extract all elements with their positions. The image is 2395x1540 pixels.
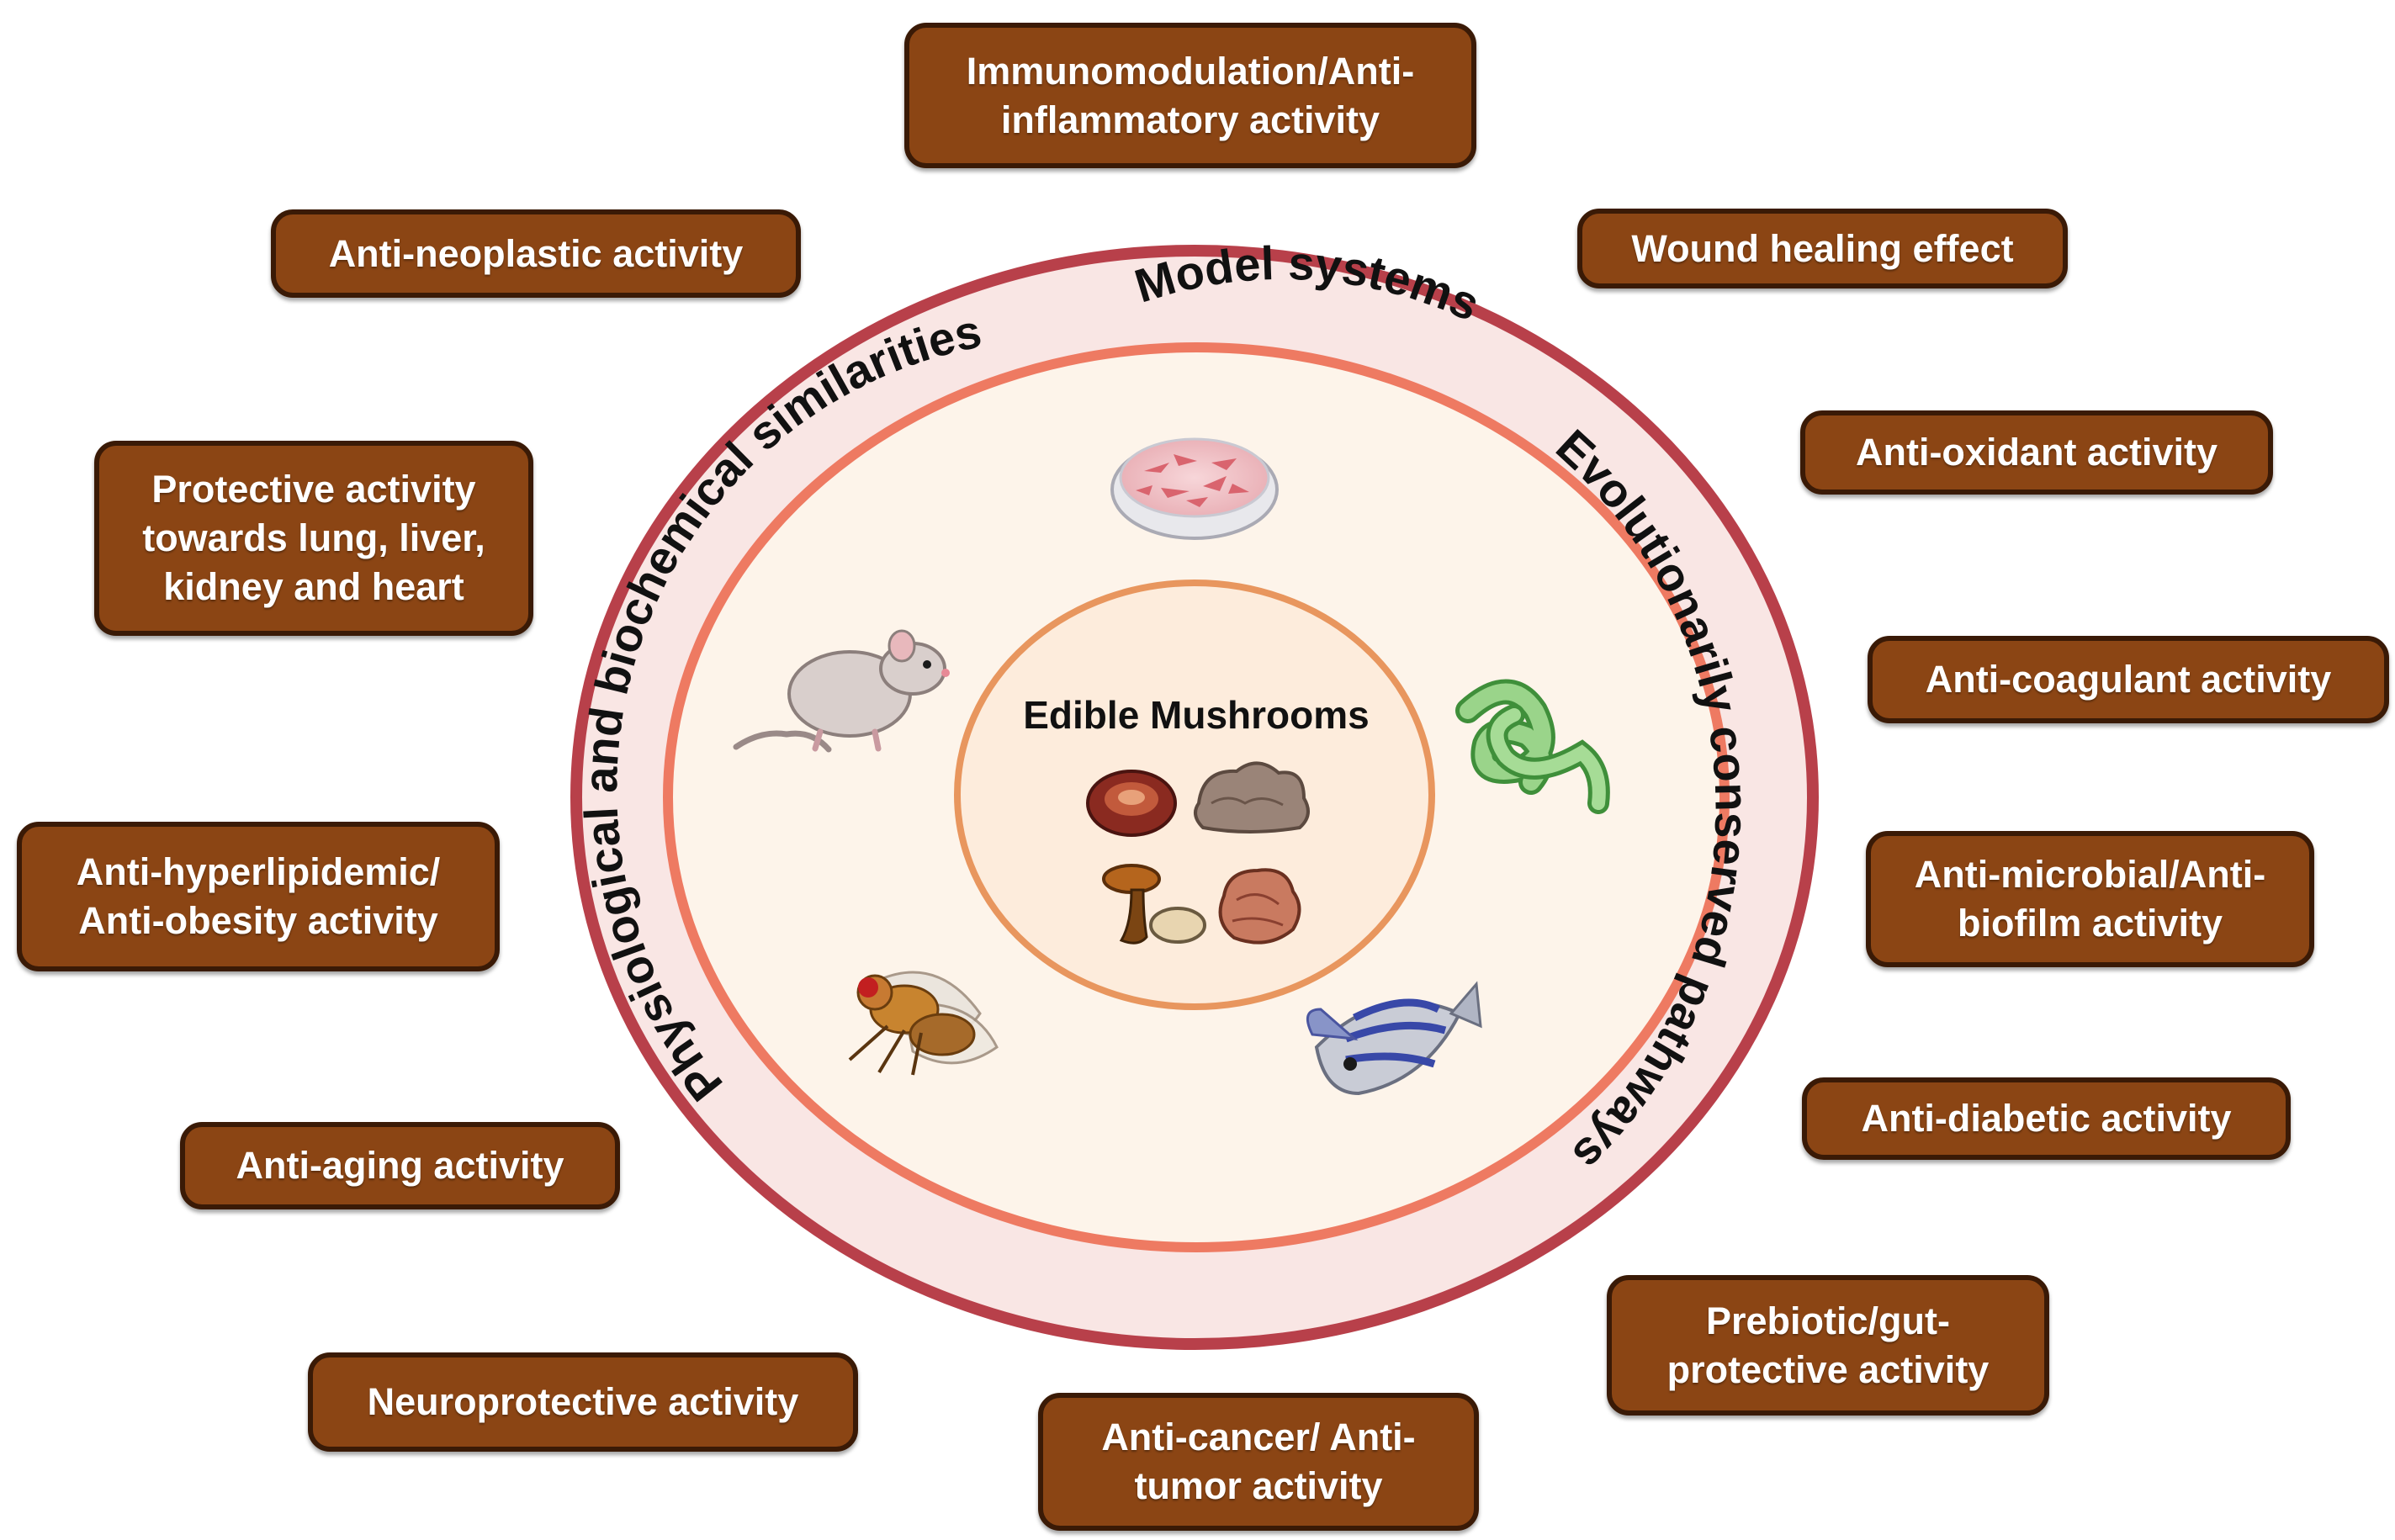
activity-anti-aging: Anti-aging activity: [180, 1122, 620, 1209]
center-ring: [954, 579, 1435, 1010]
activity-anti-coagulant: Anti-coagulant activity: [1868, 636, 2389, 723]
center-title: Edible Mushrooms: [1023, 693, 1369, 737]
activity-anti-neoplastic: Anti-neoplastic activity: [271, 209, 801, 298]
activity-anti-cancer: Anti-cancer/ Anti-tumor activity: [1038, 1393, 1479, 1531]
fruit-fly-icon: [848, 971, 999, 1076]
cell-culture-dish-icon: [1110, 437, 1279, 540]
zebrafish-icon: [1306, 981, 1482, 1096]
activity-anti-hyperlipidemic: Anti-hyperlipidemic/Anti-obesity activit…: [17, 822, 500, 971]
activity-neuroprotective: Neuroprotective activity: [308, 1352, 858, 1452]
activity-immunomodulation: Immunomodulation/Anti-inflammatory activ…: [904, 23, 1476, 168]
mouse-icon: [733, 629, 950, 753]
activity-anti-microbial: Anti-microbial/Anti-biofilm activity: [1866, 831, 2314, 967]
activity-prebiotic: Prebiotic/gut-protective activity: [1607, 1275, 2049, 1416]
activity-wound-healing: Wound healing effect: [1577, 209, 2068, 288]
activity-anti-diabetic: Anti-diabetic activity: [1802, 1077, 2291, 1160]
nematode-icon: [1455, 679, 1610, 814]
activity-anti-oxidant: Anti-oxidant activity: [1800, 410, 2273, 495]
mushrooms-icon: [1086, 761, 1310, 945]
